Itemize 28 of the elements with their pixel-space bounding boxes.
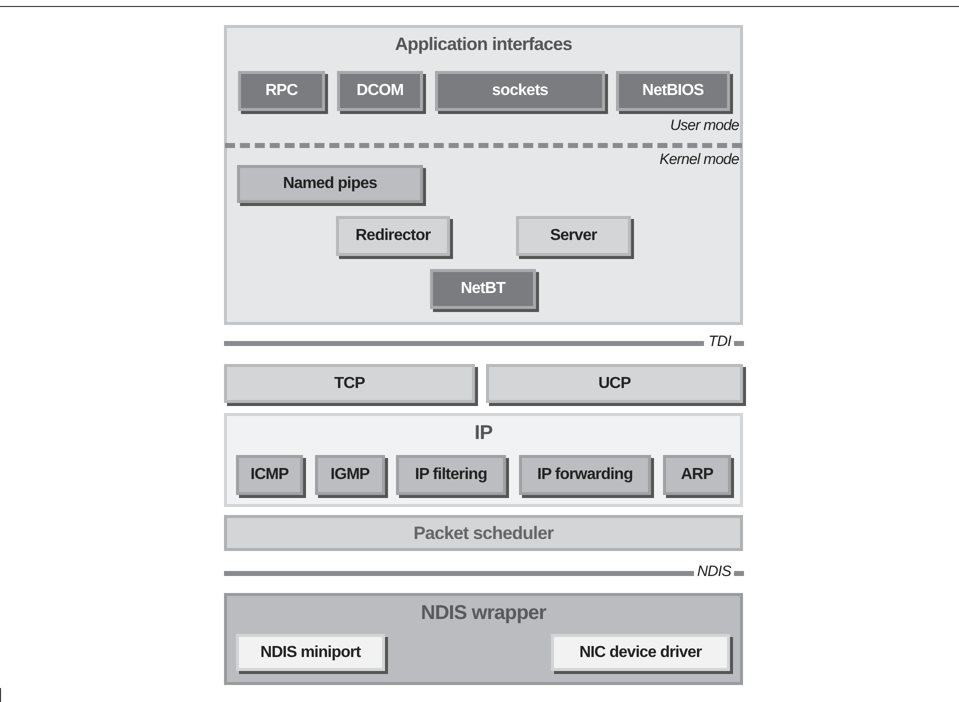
component-box: DCOM	[337, 71, 423, 111]
component-box: NIC device driver	[551, 634, 730, 671]
component-box: RPC	[238, 71, 325, 111]
layer-heading: IP	[474, 422, 494, 445]
layer-panel	[224, 25, 743, 325]
component-box: NDIS miniport	[236, 634, 385, 671]
component-box: TCP	[224, 364, 475, 403]
component-box: NetBT	[430, 269, 536, 309]
component-box: UCP	[486, 364, 743, 403]
component-box: Packet scheduler	[224, 515, 743, 551]
component-box: IP filtering	[396, 455, 506, 495]
component-box: Server	[516, 216, 631, 256]
component-box: IGMP	[315, 455, 385, 495]
interface-label: TDI	[708, 333, 731, 350]
layer-panel	[224, 593, 743, 685]
component-box: Redirector	[336, 216, 450, 256]
component-box: sockets	[435, 71, 605, 111]
layer-heading: Application interfaces	[394, 34, 574, 55]
layer-panel	[224, 413, 743, 507]
interface-label: NDIS	[697, 563, 731, 580]
layer-heading: NDIS wrapper	[420, 602, 548, 625]
component-box: ICMP	[236, 455, 303, 495]
component-box: NetBIOS	[616, 71, 730, 111]
mode-label: User mode	[670, 117, 739, 134]
component-box: ARP	[663, 455, 731, 495]
component-box: Named pipes	[237, 165, 423, 203]
mode-label: Kernel mode	[659, 151, 739, 168]
component-box: IP forwarding	[519, 455, 651, 495]
